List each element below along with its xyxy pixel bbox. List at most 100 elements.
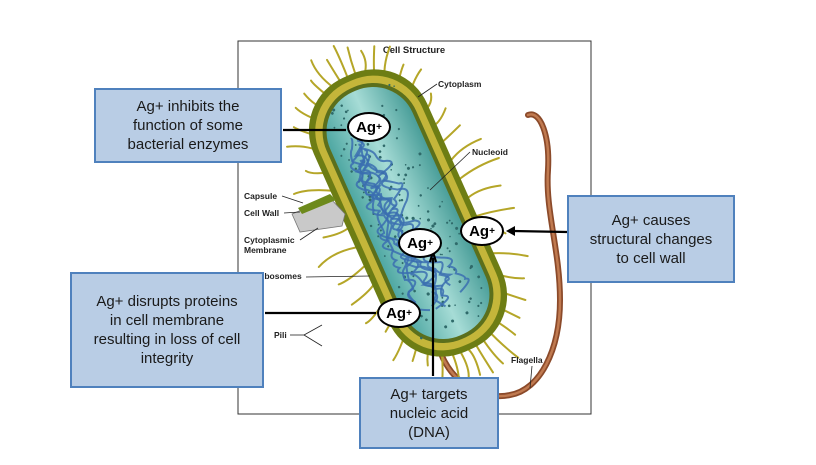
ribosome <box>427 218 431 222</box>
ribosome <box>401 292 404 295</box>
ribosome <box>404 173 408 177</box>
ribosome <box>377 223 380 226</box>
ribosome <box>447 304 451 308</box>
callout-cell-wall: Ag+ causes structural changes to cell wa… <box>567 195 735 283</box>
pilus <box>475 344 494 374</box>
ribosome <box>411 216 415 220</box>
ribosome <box>378 155 382 159</box>
ribosome <box>426 210 430 213</box>
ribosome <box>420 314 423 318</box>
callout-cell-wall-line-3: to cell wall <box>616 249 686 267</box>
ribosome <box>387 245 390 248</box>
ribosome <box>393 85 395 87</box>
pilus <box>337 264 366 286</box>
ribosome <box>431 224 435 228</box>
ribosome <box>426 292 430 296</box>
ribosome <box>340 104 343 107</box>
pilus <box>322 227 349 239</box>
ribosome <box>354 144 357 146</box>
ribosome <box>400 198 404 202</box>
ribosome <box>439 253 442 256</box>
ribosome <box>441 200 443 203</box>
ribosome <box>469 297 472 300</box>
pilus <box>317 246 357 268</box>
dna-strand <box>354 159 450 310</box>
ribosome <box>444 325 448 329</box>
callout-cell-wall-line-1: Ag+ causes <box>611 211 691 229</box>
ribosome <box>330 111 334 115</box>
ribosome <box>333 126 336 129</box>
ribosome <box>451 319 455 323</box>
pilus <box>450 137 482 162</box>
dna-strand <box>361 153 447 308</box>
ribosome <box>419 336 423 340</box>
ribosome <box>395 108 398 112</box>
label-membrane: Membrane <box>244 245 287 255</box>
callout-dna-line-2: nucleic acid <box>389 404 469 422</box>
ribosome <box>433 222 437 226</box>
ribosome <box>446 221 449 224</box>
ribosome <box>405 216 409 220</box>
ribosome <box>465 311 469 315</box>
dna-strand <box>353 131 454 287</box>
pilus <box>293 189 336 195</box>
ribosome <box>390 169 392 171</box>
pilus <box>459 157 500 180</box>
dna-strand <box>365 162 431 312</box>
callout-membrane-line-2: in cell membrane <box>109 312 225 329</box>
dna-strand <box>349 137 445 297</box>
ribosome <box>458 232 461 235</box>
ribosome <box>332 108 336 112</box>
callout-dna: Ag+ targets nucleic acid (DNA) <box>359 377 499 449</box>
callout-membrane: Ag+ disrupts proteins in cell membrane r… <box>70 272 264 388</box>
ribosome <box>413 289 416 293</box>
ribosome <box>427 187 429 189</box>
label-cytoplasmic: Cytoplasmic <box>244 235 295 245</box>
ribosome <box>477 275 481 279</box>
ag-marker-dna: Ag+ <box>398 228 442 258</box>
ag-marker-membrane: Ag+ <box>377 298 421 328</box>
ag-marker-cell-wall: Ag+ <box>460 216 504 246</box>
ribosome <box>470 264 474 268</box>
ribosome <box>397 173 400 177</box>
ribosome <box>441 296 444 299</box>
ribosome <box>362 191 365 194</box>
arrow-cell-wall <box>512 229 568 234</box>
ribosome <box>403 178 406 181</box>
ribosome <box>404 163 407 166</box>
ribosome <box>480 287 483 290</box>
bacterium-body <box>308 69 508 357</box>
ribosome <box>388 83 391 87</box>
ribosome <box>412 275 415 278</box>
pilus <box>346 46 357 75</box>
callout-membrane-line-4: integrity <box>140 350 194 367</box>
ribosome <box>406 166 410 170</box>
ribosome <box>369 224 373 228</box>
ribosome <box>344 110 348 114</box>
ribosome <box>419 194 422 197</box>
callout-cell-wall-line-2: structural changes <box>589 230 713 248</box>
ribosome <box>441 253 443 256</box>
ribosome <box>438 205 441 208</box>
ribosome <box>379 229 382 232</box>
cutaway-wall <box>298 194 336 214</box>
callout-enzymes: Ag+ inhibits the function of some bacter… <box>94 88 282 163</box>
ribosome <box>450 222 454 225</box>
label-cell-wall: Cell Wall <box>244 208 279 218</box>
ribosome <box>446 247 449 250</box>
ribosome <box>348 159 350 161</box>
ribosome <box>361 196 364 199</box>
ribosome <box>411 166 415 169</box>
callout-membrane-line-1: Ag+ disrupts proteins <box>96 293 238 310</box>
label-pili: Pili <box>274 330 287 340</box>
ribosome <box>448 219 451 222</box>
ribosome <box>477 315 480 317</box>
ribosome <box>378 150 382 153</box>
ribosome <box>401 262 404 265</box>
ribosome <box>350 170 353 173</box>
ribosome <box>397 127 400 131</box>
callout-enzymes-line-2: function of some <box>132 117 244 134</box>
pilus <box>467 184 502 199</box>
